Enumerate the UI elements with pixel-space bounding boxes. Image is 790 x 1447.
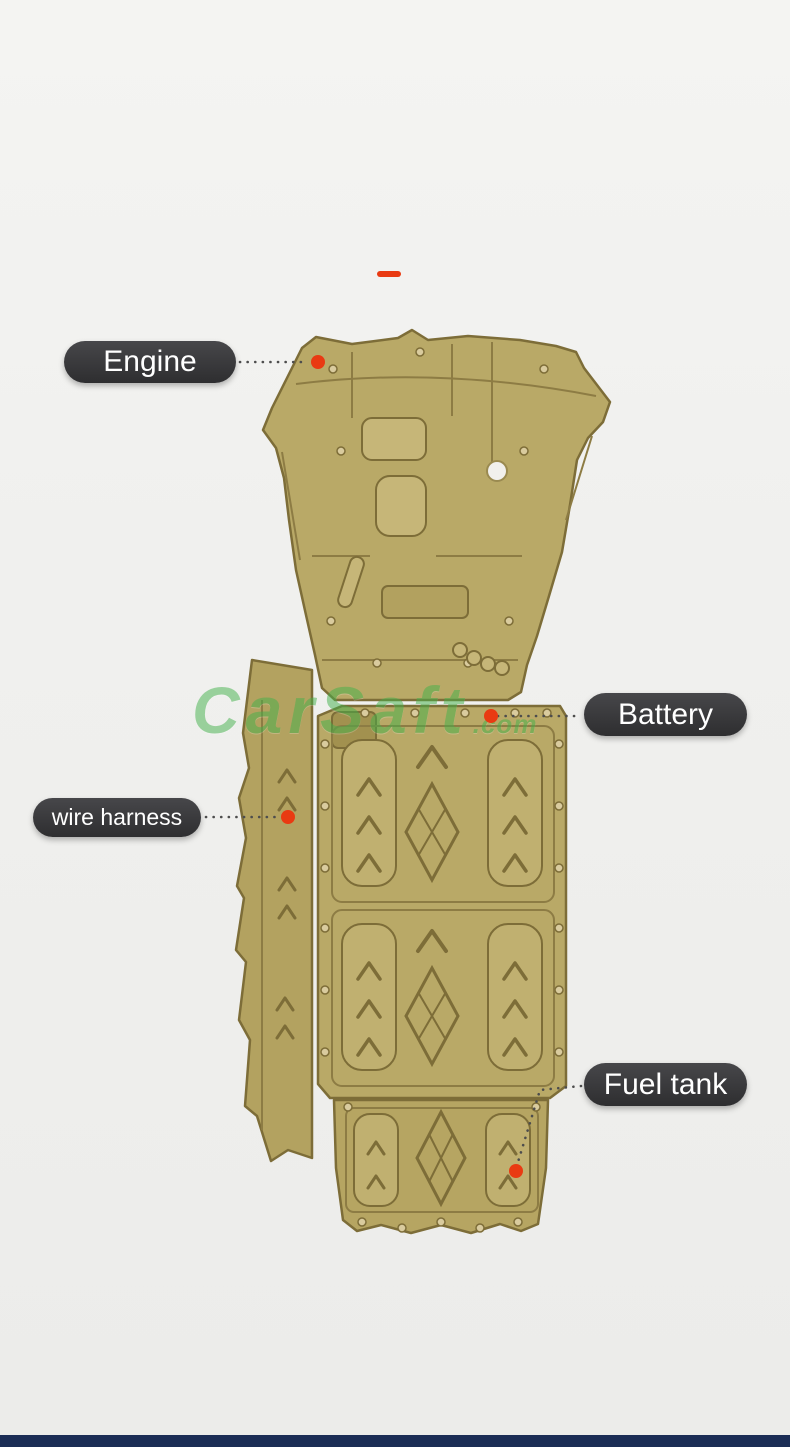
wire-harness-rail: [234, 658, 314, 1163]
fuel-tank-plate: [332, 1098, 550, 1235]
label-wire-harness: wire harness: [33, 798, 201, 837]
engine-marker-dot: [311, 355, 325, 369]
label-engine-text: Engine: [103, 345, 197, 378]
label-fuel-tank: Fuel tank: [584, 1063, 747, 1106]
label-battery-text: Battery: [617, 697, 714, 731]
engine-plate: [261, 328, 612, 702]
label-fuel-tank-text: Fuel tank: [603, 1067, 728, 1101]
label-engine: Engine: [64, 341, 236, 383]
battery-plate: [316, 704, 568, 1100]
red-dash-decoration: [377, 271, 401, 277]
label-battery: Battery: [584, 693, 747, 736]
footer-bar: [0, 1435, 790, 1447]
wire-harness-marker-dot: [281, 810, 295, 824]
fuel-tank-callout-line: [516, 1084, 583, 1164]
label-wire-harness-text: wire harness: [51, 804, 183, 830]
battery-marker-dot: [484, 709, 498, 723]
fuel-tank-marker-dot: [509, 1164, 523, 1178]
